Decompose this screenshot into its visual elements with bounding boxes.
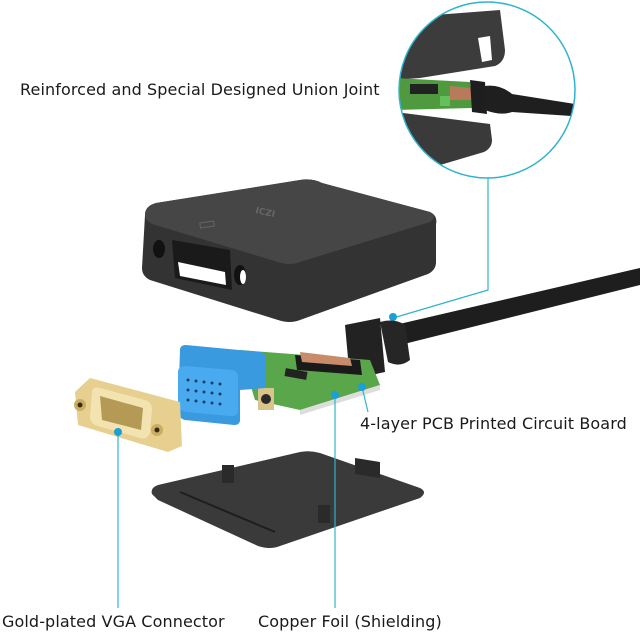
callout-dot-vga	[114, 428, 122, 436]
bottom-cover	[151, 451, 424, 548]
bottom-cover-cable-cradle	[355, 458, 380, 478]
callout-line-union	[392, 178, 489, 319]
vga-blue-face	[178, 366, 238, 417]
gold-screw-right-hole	[154, 427, 160, 433]
label-copper-foil: Copper Foil (Shielding)	[258, 612, 442, 631]
hdmi-marking-icon	[199, 220, 215, 229]
inset-strain-relief-flange	[470, 80, 487, 114]
inset-border	[398, 1, 576, 179]
bottom-cover-post-middle	[318, 505, 330, 523]
pcb-screw	[261, 394, 271, 404]
label-union-joint: Reinforced and Special Designed Union Jo…	[20, 80, 380, 99]
housing-logo: ICZI	[254, 206, 275, 220]
cable-assembly	[345, 268, 640, 380]
screw-hole-left	[153, 240, 165, 258]
callout-line-pcb	[361, 386, 369, 413]
inset-chip	[410, 84, 438, 94]
cable	[395, 268, 640, 345]
gold-shell-inner	[100, 396, 143, 430]
bottom-cover-groove	[179, 491, 276, 533]
callout-dot-pcb	[358, 383, 366, 391]
inset-pcb-tab	[440, 96, 450, 106]
bottom-cover-post-left	[222, 465, 234, 483]
screw-hole-right-light	[240, 270, 246, 284]
pcb-edge	[300, 385, 380, 415]
bottom-cover-plate	[151, 451, 424, 548]
label-vga-connector: Gold-plated VGA Connector	[2, 612, 225, 631]
housing-top-face	[145, 179, 434, 264]
gold-vga-connector	[74, 378, 182, 452]
vga-pins	[186, 378, 222, 406]
housing-shell: ICZI	[142, 179, 437, 322]
zoom-inset	[398, 1, 576, 179]
callout-dot-union	[389, 313, 397, 321]
strain-relief	[380, 320, 410, 365]
pcb-wires	[300, 352, 352, 366]
label-pcb: 4-layer PCB Printed Circuit Board	[360, 414, 627, 433]
callout-dot-foil	[331, 391, 339, 399]
pcb-assembly	[240, 350, 380, 415]
pcb-chip	[284, 368, 308, 380]
vga-blue-connector	[178, 345, 266, 425]
inset-cable	[485, 85, 575, 118]
inset-wires	[450, 86, 472, 100]
vga-port-see-through	[178, 262, 226, 285]
inset-housing-notch	[478, 36, 492, 62]
gold-screw-left-hole	[77, 402, 83, 408]
